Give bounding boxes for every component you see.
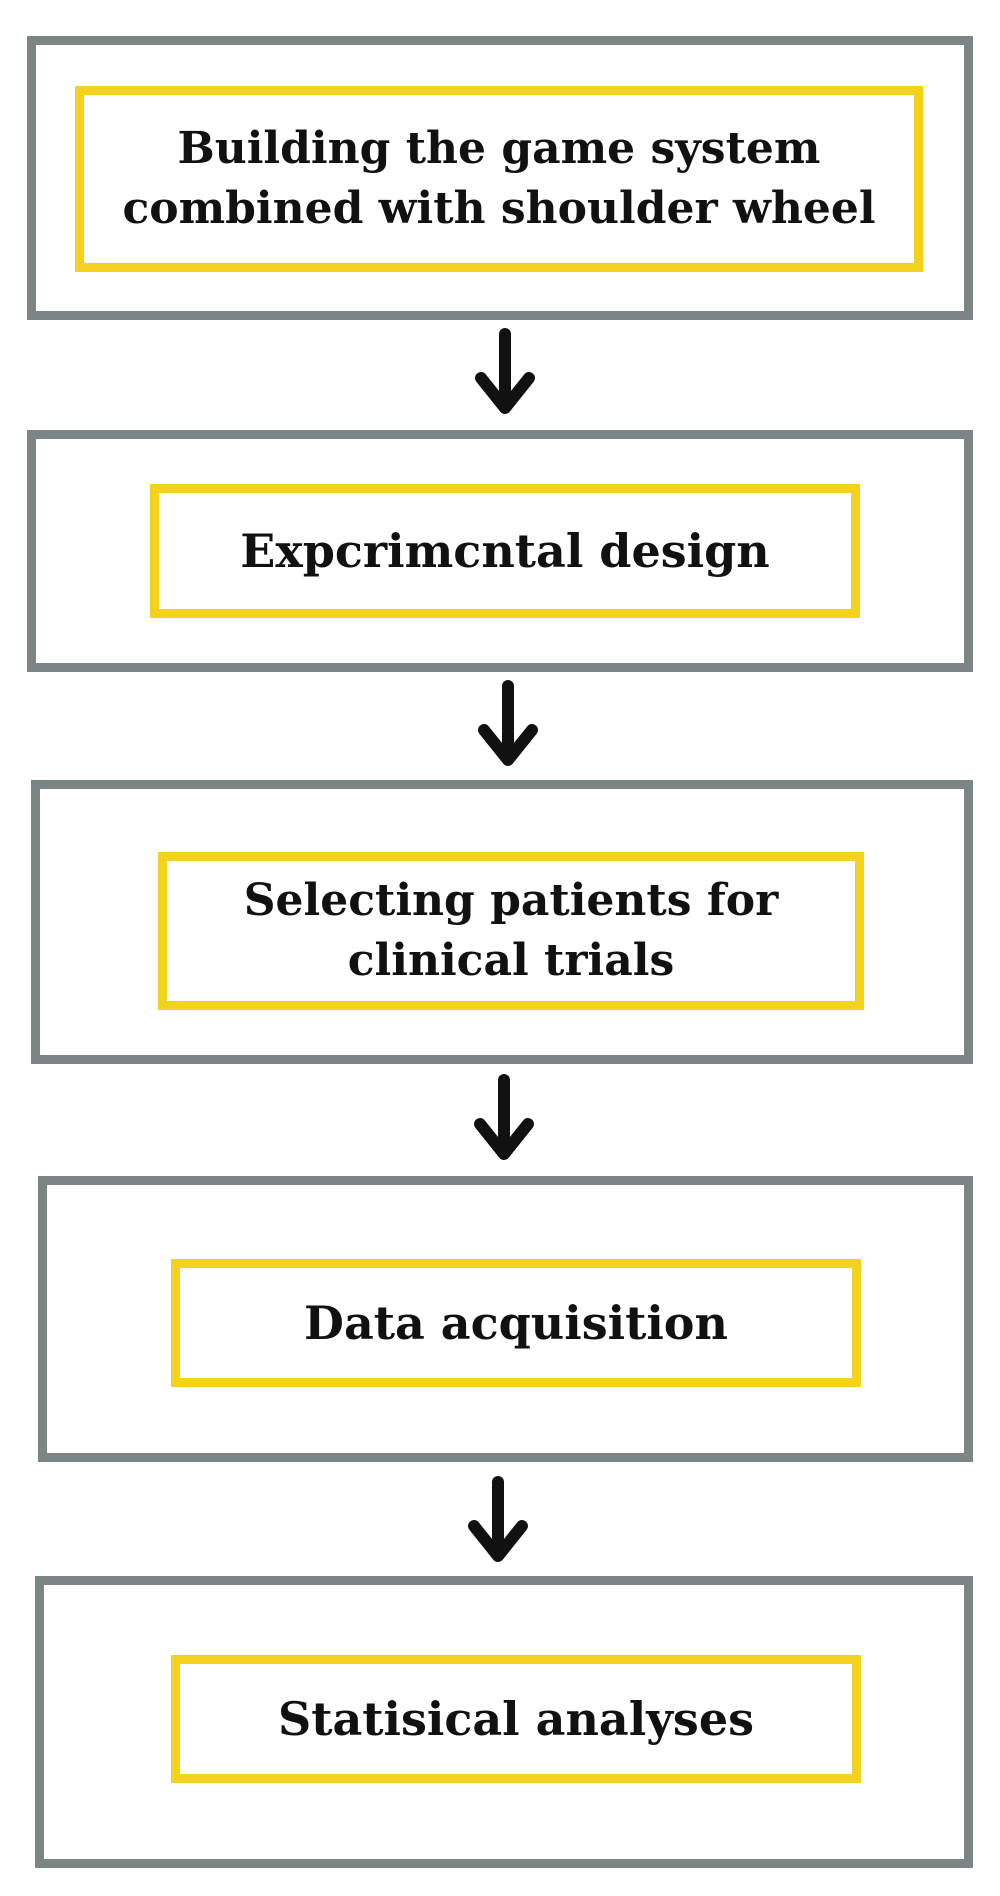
down-arrow-icon (474, 1074, 534, 1164)
step-2-label: Expcrimcntal design (240, 521, 769, 581)
step-2-inner-box: Expcrimcntal design (150, 484, 860, 618)
step-3-label: Selecting patients for clinical trials (244, 871, 779, 991)
step-4-label-line-1: Data acquisition (304, 1296, 728, 1350)
step-1-label-line-1: Building the game system (177, 123, 821, 174)
step-5-label: Statisical analyses (278, 1689, 754, 1749)
step-1-label: Building the game system combined with s… (122, 119, 875, 239)
down-arrow-icon (478, 680, 538, 770)
step-4-label: Data acquisition (304, 1293, 728, 1353)
down-arrow-icon (468, 1476, 528, 1566)
step-5-inner-box: Statisical analyses (171, 1655, 861, 1783)
step-3-label-line-1: Selecting patients for (243, 875, 779, 926)
step-1-label-line-2: combined with shoulder wheel (122, 183, 876, 234)
step-4-inner-box: Data acquisition (171, 1259, 861, 1387)
step-1-inner-box: Building the game system combined with s… (75, 86, 923, 272)
step-2-label-line-1: Expcrimcntal design (240, 524, 770, 578)
step-5-label-line-1: Statisical analyses (278, 1692, 754, 1746)
down-arrow-icon (475, 328, 535, 418)
step-3-inner-box: Selecting patients for clinical trials (158, 852, 864, 1010)
step-3-label-line-2: clinical trials (347, 935, 675, 986)
